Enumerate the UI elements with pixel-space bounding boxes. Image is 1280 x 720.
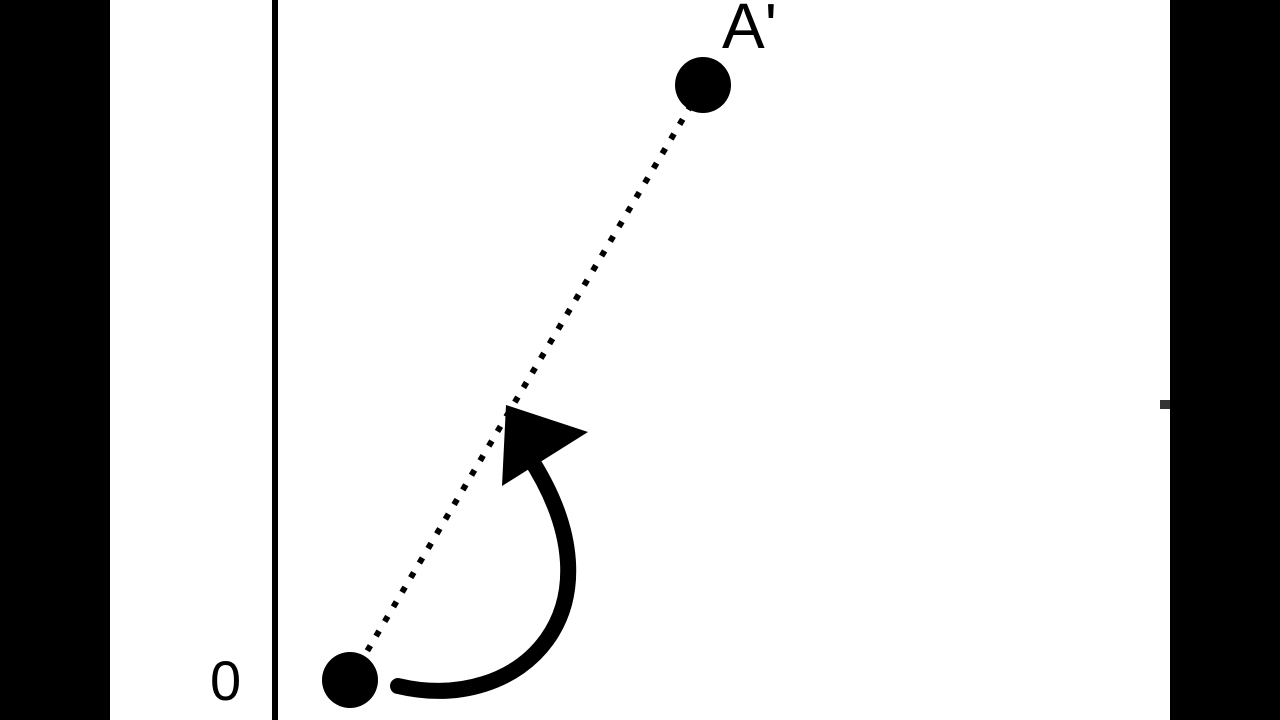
left-letterbox (0, 0, 110, 720)
rotation-arrow-head (502, 405, 588, 486)
edge-tick-mark (1160, 400, 1170, 409)
rotation-arrow-curve (390, 447, 577, 699)
rotation-diagram: 0 A' (210, 0, 1170, 720)
dotted-ray-line (347, 83, 706, 682)
diagram-canvas: 0 A' (110, 0, 1170, 720)
right-letterbox (1170, 0, 1280, 720)
point-a-prime (675, 57, 731, 113)
origin-label: 0 (210, 649, 241, 712)
origin-point (322, 652, 378, 708)
point-a-prime-label: A' (722, 0, 777, 62)
